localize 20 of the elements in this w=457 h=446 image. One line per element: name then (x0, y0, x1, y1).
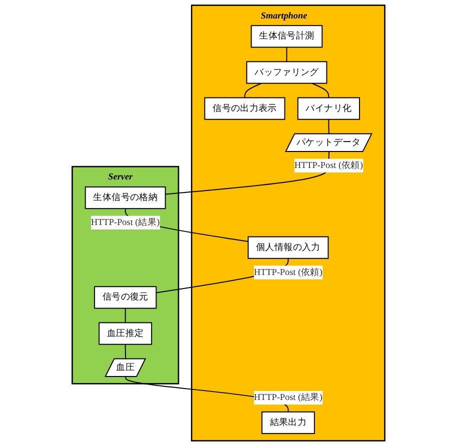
edge-label: HTTP-Post (結果) (254, 392, 322, 403)
node-box: バッファリング (246, 61, 328, 84)
node-box: 生体信号の格納 (84, 186, 166, 210)
connector (328, 118, 330, 135)
node-box: 結果出力 (261, 411, 315, 434)
edge-label: HTTP-Post (結果) (91, 218, 160, 228)
connector (164, 151, 330, 195)
connector (311, 82, 330, 98)
connector (244, 82, 262, 98)
connector (286, 46, 288, 62)
node-box: 信号の出力表示 (204, 97, 286, 120)
node-box: 血圧推定 (98, 322, 152, 345)
node-box: バイナリ化 (297, 97, 360, 120)
connector (124, 308, 126, 324)
node-box: 個人情報の入力 (248, 236, 329, 259)
node-box: 信号の復元 (94, 286, 157, 309)
edge-label: HTTP-Post (依頼) (254, 268, 322, 278)
node-box: 生体信号計測 (250, 25, 323, 48)
edge-label: HTTP-Post (依頼) (294, 160, 363, 171)
connector (124, 344, 126, 360)
